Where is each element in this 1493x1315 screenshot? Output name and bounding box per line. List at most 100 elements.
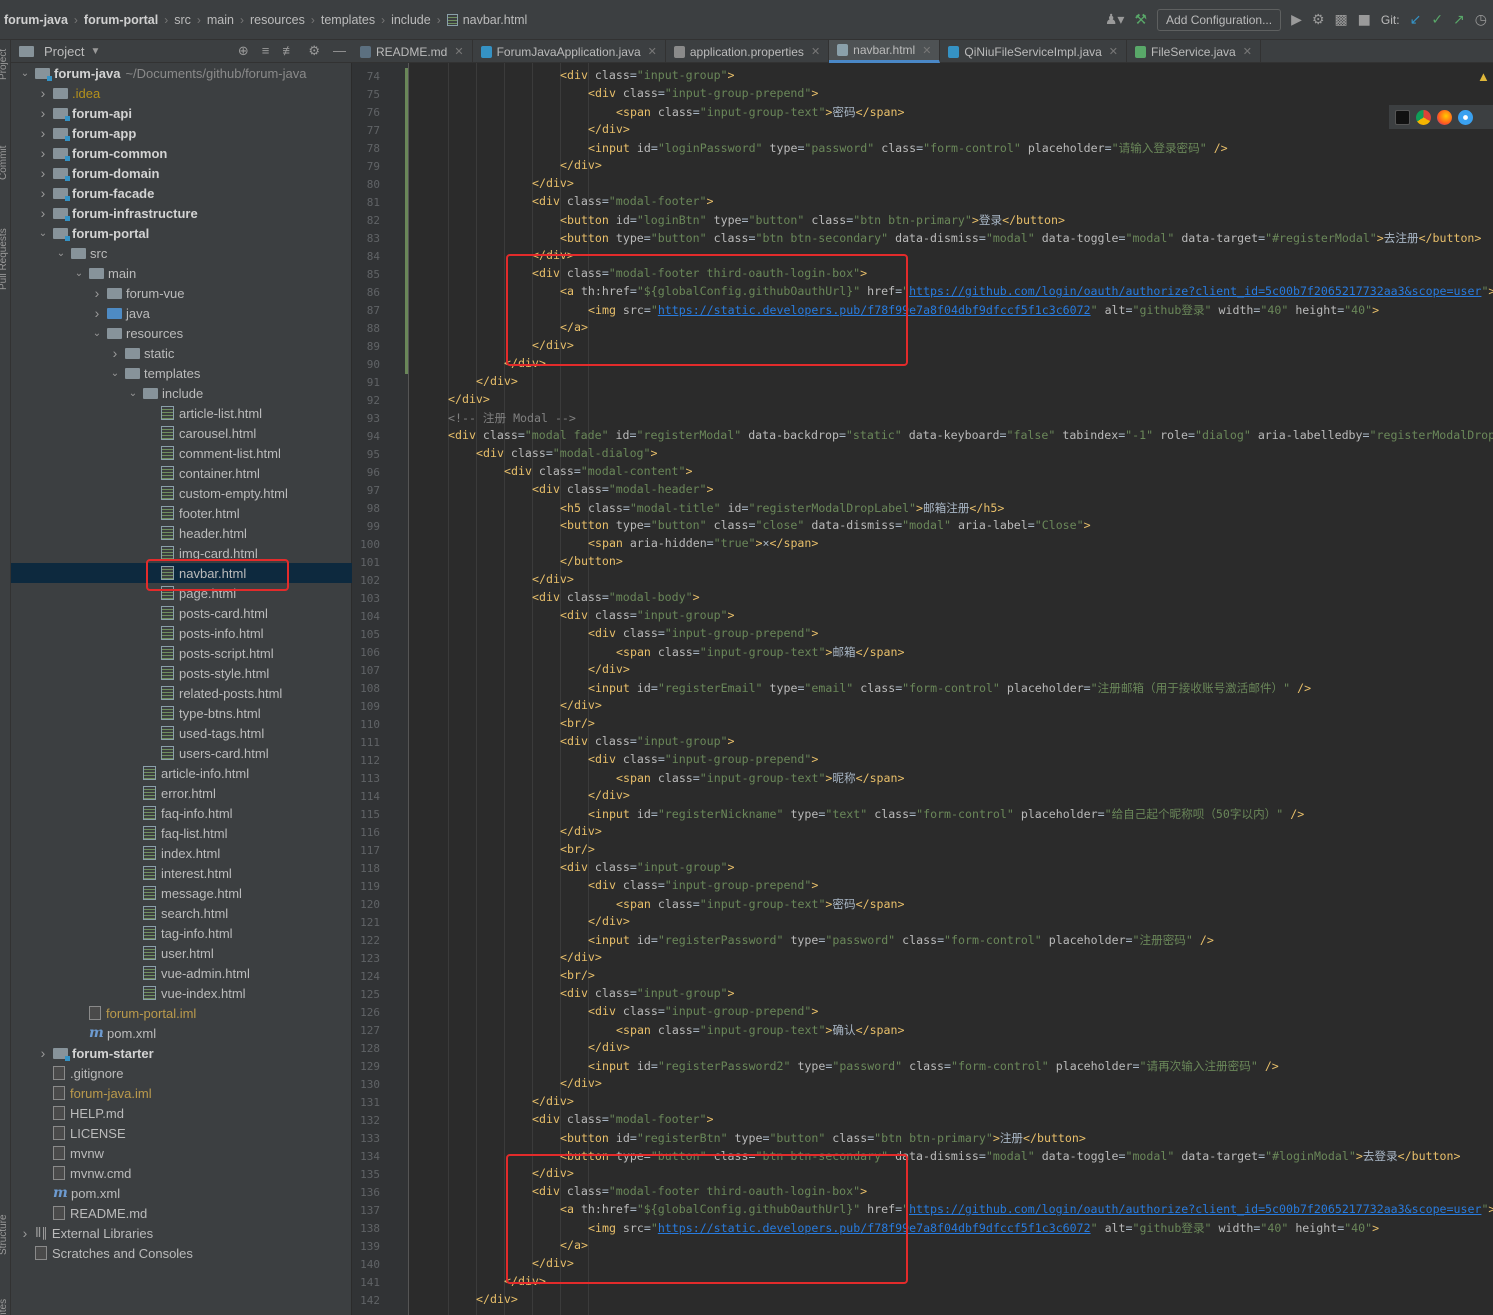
- chevron-right-icon[interactable]: ›: [22, 1225, 28, 1241]
- tree-item[interactable]: ›.idea: [11, 83, 352, 103]
- close-icon[interactable]: ✕: [647, 46, 657, 58]
- code-line[interactable]: <input id="registerEmail" type="email" c…: [588, 681, 1312, 695]
- strip-commit[interactable]: Commit: [0, 145, 9, 180]
- breadcrumb-item[interactable]: navbar.html: [446, 13, 527, 27]
- tree-item[interactable]: ›tag-info.html: [11, 923, 352, 943]
- chrome-icon[interactable]: [1416, 109, 1431, 125]
- code-line[interactable]: </div>: [560, 950, 602, 964]
- tree-item[interactable]: ›vue-index.html: [11, 983, 352, 1003]
- tree-item[interactable]: ›forum-app: [11, 123, 352, 143]
- settings-gear-icon[interactable]: ⚙: [308, 43, 320, 58]
- code-line[interactable]: </div>: [560, 824, 602, 838]
- tree-item[interactable]: ›posts-info.html: [11, 623, 352, 643]
- tree-item[interactable]: ›comment-list.html: [11, 443, 352, 463]
- code-line[interactable]: </div>: [532, 572, 574, 586]
- code-line[interactable]: </div>: [504, 1274, 546, 1288]
- tree-item[interactable]: ⌄templates: [11, 363, 352, 383]
- code-line[interactable]: </div>: [532, 176, 574, 190]
- code-line[interactable]: <img src="https://static.developers.pub/…: [588, 303, 1380, 317]
- tree-item[interactable]: ⌄main: [11, 263, 352, 283]
- tree-item[interactable]: ›posts-card.html: [11, 603, 352, 623]
- tree-item[interactable]: ›article-list.html: [11, 403, 352, 423]
- close-icon[interactable]: ✕: [810, 46, 821, 58]
- code-line[interactable]: <a th:href="${globalConfig.githubOauthUr…: [560, 284, 1493, 298]
- code-line[interactable]: </div>: [532, 1256, 574, 1270]
- code-line[interactable]: <img src="https://static.developers.pub/…: [588, 1221, 1380, 1235]
- tree-item[interactable]: ›static: [11, 343, 352, 363]
- strip-project[interactable]: Project: [0, 48, 9, 80]
- code-line[interactable]: <input id="loginPassword" type="password…: [588, 141, 1228, 155]
- code-line[interactable]: <div class="input-group">: [560, 734, 735, 748]
- tree-item[interactable]: ›message.html: [11, 883, 352, 903]
- code-line[interactable]: </div>: [588, 122, 630, 136]
- tree-item[interactable]: ›HELP.md: [11, 1103, 352, 1123]
- chevron-down-icon[interactable]: ▼: [90, 45, 101, 57]
- chevron-down-icon[interactable]: ⌄: [20, 67, 30, 79]
- tree-item[interactable]: ›forum-common: [11, 143, 352, 163]
- build-hammer-icon[interactable]: ⚒: [1134, 12, 1148, 28]
- code-line[interactable]: <div class="modal-footer third-oauth-log…: [532, 1184, 868, 1198]
- tree-item[interactable]: ⌄forum-java~/Documents/github/forum-java: [11, 63, 352, 83]
- expand-all-icon[interactable]: ≡: [261, 43, 270, 58]
- code-line[interactable]: <button id="registerBtn" type="button" c…: [560, 1131, 1086, 1145]
- code-line[interactable]: <div class="modal-header">: [532, 482, 714, 496]
- intellij-browser-icon[interactable]: [1395, 109, 1410, 125]
- tree-item[interactable]: ›container.html: [11, 463, 352, 483]
- editor-tab[interactable]: application.properties✕: [666, 40, 830, 63]
- tree-item[interactable]: ⌄forum-portal: [11, 223, 352, 243]
- code-line[interactable]: </div>: [532, 1166, 574, 1180]
- chevron-down-icon[interactable]: ⌄: [74, 267, 84, 279]
- code-line[interactable]: </div>: [588, 662, 630, 676]
- code-line[interactable]: <br/>: [560, 716, 595, 730]
- tree-item[interactable]: ›java: [11, 303, 352, 323]
- tree-item[interactable]: ›forum-facade: [11, 183, 352, 203]
- tree-item[interactable]: ›forum-vue: [11, 283, 352, 303]
- breadcrumb-item[interactable]: resources: [250, 13, 305, 27]
- code-line[interactable]: <button type="button" class="btn btn-sec…: [560, 231, 1482, 245]
- chevron-right-icon[interactable]: ›: [94, 285, 100, 301]
- debug-icon[interactable]: ⚙: [1311, 12, 1325, 28]
- code-line[interactable]: <!-- 注册 Modal -->: [448, 411, 576, 425]
- code-line[interactable]: <div class="input-group-prepend">: [588, 86, 819, 100]
- tree-item[interactable]: ›users-card.html: [11, 743, 352, 763]
- editor-tab[interactable]: FileService.java✕: [1127, 40, 1261, 63]
- code-line[interactable]: <div class="input-group-prepend">: [588, 878, 819, 892]
- code-line[interactable]: </div>: [476, 374, 518, 388]
- code-line[interactable]: </div>: [588, 914, 630, 928]
- history-icon[interactable]: ◷: [1474, 12, 1487, 28]
- code-line[interactable]: <span class="input-group-text">密码</span>: [616, 105, 905, 119]
- project-title[interactable]: Project: [44, 43, 85, 59]
- tree-item[interactable]: ›type-btns.html: [11, 703, 352, 723]
- code-line[interactable]: <input id="registerNickname" type="text"…: [588, 807, 1305, 821]
- code-line[interactable]: </div>: [560, 698, 602, 712]
- chevron-down-icon[interactable]: ⌄: [38, 227, 48, 239]
- code-line[interactable]: <input id="registerPassword2" type="pass…: [588, 1059, 1279, 1073]
- editor-tab[interactable]: QiNiuFileServiceImpl.java✕: [940, 40, 1128, 63]
- coverage-icon[interactable]: ▩: [1334, 12, 1348, 28]
- code-line[interactable]: </div>: [588, 1040, 630, 1054]
- code-line[interactable]: <div class="input-group">: [560, 608, 735, 622]
- tree-item[interactable]: ›search.html: [11, 903, 352, 923]
- close-icon[interactable]: ✕: [1108, 46, 1119, 58]
- tree-item[interactable]: ›forum-api: [11, 103, 352, 123]
- chevron-down-icon[interactable]: ⌄: [92, 327, 102, 339]
- code-line[interactable]: <a th:href="${globalConfig.githubOauthUr…: [560, 1202, 1493, 1216]
- code-line[interactable]: <br/>: [560, 842, 595, 856]
- editor-tab[interactable]: navbar.html✕: [829, 40, 941, 63]
- tree-item[interactable]: ›posts-script.html: [11, 643, 352, 663]
- tree-item[interactable]: ›footer.html: [11, 503, 352, 523]
- code-line[interactable]: </div>: [532, 338, 574, 352]
- code-line[interactable]: <div class="input-group">: [560, 986, 735, 1000]
- code-line[interactable]: <div class="input-group">: [560, 860, 735, 874]
- tree-item[interactable]: ›error.html: [11, 783, 352, 803]
- chevron-right-icon[interactable]: ›: [40, 185, 46, 201]
- tree-item[interactable]: ›.gitignore: [11, 1063, 352, 1083]
- code-line[interactable]: <span class="input-group-text">昵称</span>: [616, 771, 905, 785]
- tree-item[interactable]: ›forum-portal.iml: [11, 1003, 352, 1023]
- tree-item[interactable]: ›article-info.html: [11, 763, 352, 783]
- strip-pull-requests[interactable]: Pull Requests: [0, 228, 9, 290]
- tree-item[interactable]: ›forum-infrastructure: [11, 203, 352, 223]
- tree-item[interactable]: ›mvnw: [11, 1143, 352, 1163]
- hide-icon[interactable]: —: [333, 43, 346, 58]
